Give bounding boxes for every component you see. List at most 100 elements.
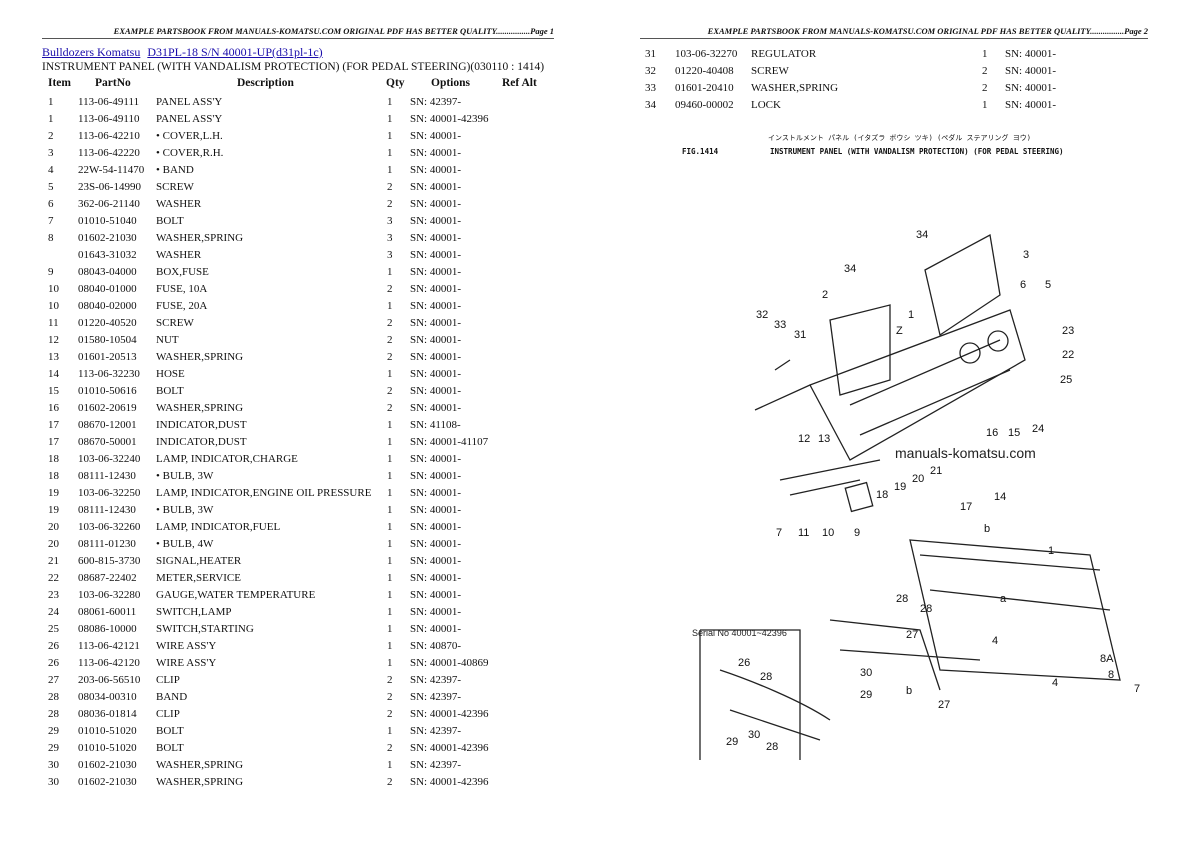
options: SN: 40001-42396 bbox=[410, 776, 489, 788]
breadcrumb-link-model[interactable]: D31PL-18 S/N 40001-UP(d31pl-1c) bbox=[147, 45, 323, 59]
part-number: 01602-21030 bbox=[78, 759, 137, 771]
options: SN: 40001- bbox=[410, 538, 462, 550]
description: GAUGE,WATER TEMPERATURE bbox=[156, 589, 316, 601]
item-number: 15 bbox=[48, 385, 59, 397]
part-number: 113-06-49111 bbox=[78, 96, 140, 108]
callout-label: 28 bbox=[920, 603, 932, 615]
options: SN: 40001- bbox=[410, 572, 462, 584]
quantity: 3 bbox=[387, 249, 393, 261]
callout-label: 24 bbox=[1032, 423, 1044, 435]
item-number: 29 bbox=[48, 742, 59, 754]
item-number: 12 bbox=[48, 334, 59, 346]
description: BOLT bbox=[156, 215, 184, 227]
exploded-diagram: manuals-komatsu.com Serial No 40001~4239… bbox=[692, 229, 1140, 760]
callout-label: 20 bbox=[912, 473, 924, 485]
callout-label: 23 bbox=[1062, 325, 1074, 337]
options: SN: 40001- bbox=[410, 504, 462, 516]
options: SN: 40001- bbox=[410, 351, 462, 363]
part-number: 01601-20513 bbox=[78, 351, 137, 363]
quantity: 1 bbox=[387, 623, 393, 635]
col-qty: Qty bbox=[386, 77, 405, 89]
callout-label: 27 bbox=[938, 699, 950, 711]
col-partno: PartNo bbox=[95, 77, 131, 89]
options: SN: 40001- bbox=[1005, 99, 1057, 111]
quantity: 1 bbox=[387, 538, 393, 550]
options: SN: 40001- bbox=[410, 215, 462, 227]
description: INDICATOR,DUST bbox=[156, 436, 247, 448]
watermark: manuals-komatsu.com bbox=[895, 445, 1036, 461]
callout-label: 7 bbox=[1134, 683, 1140, 695]
options: SN: 40001- bbox=[410, 317, 462, 329]
options: SN: 40001- bbox=[410, 334, 462, 346]
item-number: 29 bbox=[48, 725, 59, 737]
callout-label: 26 bbox=[738, 657, 750, 669]
callout-label: 1 bbox=[1048, 545, 1054, 557]
options: SN: 40001- bbox=[410, 181, 462, 193]
description: SCREW bbox=[751, 65, 789, 77]
quantity: 2 bbox=[387, 317, 393, 329]
item-number: 32 bbox=[645, 65, 656, 77]
description: • COVER,R.H. bbox=[156, 147, 224, 159]
callout-label: 4 bbox=[1052, 677, 1058, 689]
item-number: 17 bbox=[48, 436, 59, 448]
breadcrumb: Bulldozers Komatsu D31PL-18 S/N 40001-UP… bbox=[42, 45, 327, 60]
quantity: 1 bbox=[387, 368, 393, 380]
item-number: 26 bbox=[48, 640, 59, 652]
description: WASHER,SPRING bbox=[156, 402, 244, 414]
part-number: 01601-20410 bbox=[675, 82, 734, 94]
quantity: 2 bbox=[387, 283, 393, 295]
quantity: 1 bbox=[387, 606, 393, 618]
description: FUSE, 20A bbox=[156, 300, 208, 312]
item-number: 27 bbox=[48, 674, 59, 686]
part-number: 01010-50616 bbox=[78, 385, 137, 397]
part-number: 113-06-49110 bbox=[78, 113, 140, 125]
quantity: 1 bbox=[387, 555, 393, 567]
options: SN: 40001- bbox=[410, 198, 462, 210]
breadcrumb-link-category[interactable]: Bulldozers Komatsu bbox=[42, 45, 141, 59]
description: BAND bbox=[156, 691, 188, 703]
description: SIGNAL,HEATER bbox=[156, 555, 242, 567]
quantity: 1 bbox=[387, 487, 393, 499]
callout-label: 9 bbox=[854, 527, 860, 539]
item-number: 30 bbox=[48, 759, 59, 771]
part-number: 01010-51040 bbox=[78, 215, 137, 227]
quantity: 2 bbox=[387, 351, 393, 363]
part-number: 01010-51020 bbox=[78, 742, 137, 754]
options: SN: 40001- bbox=[410, 368, 462, 380]
item-number: 22 bbox=[48, 572, 59, 584]
description: WASHER,SPRING bbox=[156, 232, 244, 244]
part-number: 08670-12001 bbox=[78, 419, 137, 431]
quantity: 1 bbox=[387, 640, 393, 652]
part-number: 08040-01000 bbox=[78, 283, 137, 295]
item-number: 31 bbox=[645, 48, 656, 60]
item-number: 26 bbox=[48, 657, 59, 669]
description: WASHER bbox=[156, 249, 202, 261]
callout-label: 5 bbox=[1045, 279, 1051, 291]
item-number: 2 bbox=[48, 130, 54, 142]
quantity: 2 bbox=[387, 198, 393, 210]
options: SN: 40001- bbox=[410, 249, 462, 261]
page-title: INSTRUMENT PANEL (WITH VANDALISM PROTECT… bbox=[42, 61, 545, 73]
description: WASHER,SPRING bbox=[751, 82, 839, 94]
figure-caption-jp: インストルメント パネル (イタズラ ボウシ ツキ) (ペダル ステアリング ヨ… bbox=[768, 134, 1031, 142]
options: SN: 40001- bbox=[410, 385, 462, 397]
quantity: 2 bbox=[387, 385, 393, 397]
callout-label: 25 bbox=[1060, 374, 1072, 386]
description: BOLT bbox=[156, 385, 184, 397]
options: SN: 40001-40869 bbox=[410, 657, 489, 669]
item-number: 13 bbox=[48, 351, 59, 363]
callout-label: 1 bbox=[908, 309, 914, 321]
figure-caption: INSTRUMENT PANEL (WITH VANDALISM PROTECT… bbox=[770, 147, 1064, 156]
part-number: 01220-40408 bbox=[675, 65, 734, 77]
item-number: 18 bbox=[48, 453, 59, 465]
part-number: 08111-01230 bbox=[78, 538, 136, 550]
options: SN: 40001- bbox=[410, 300, 462, 312]
part-number: 08086-10000 bbox=[78, 623, 137, 635]
item-number: 20 bbox=[48, 521, 59, 533]
description: WASHER,SPRING bbox=[156, 776, 244, 788]
